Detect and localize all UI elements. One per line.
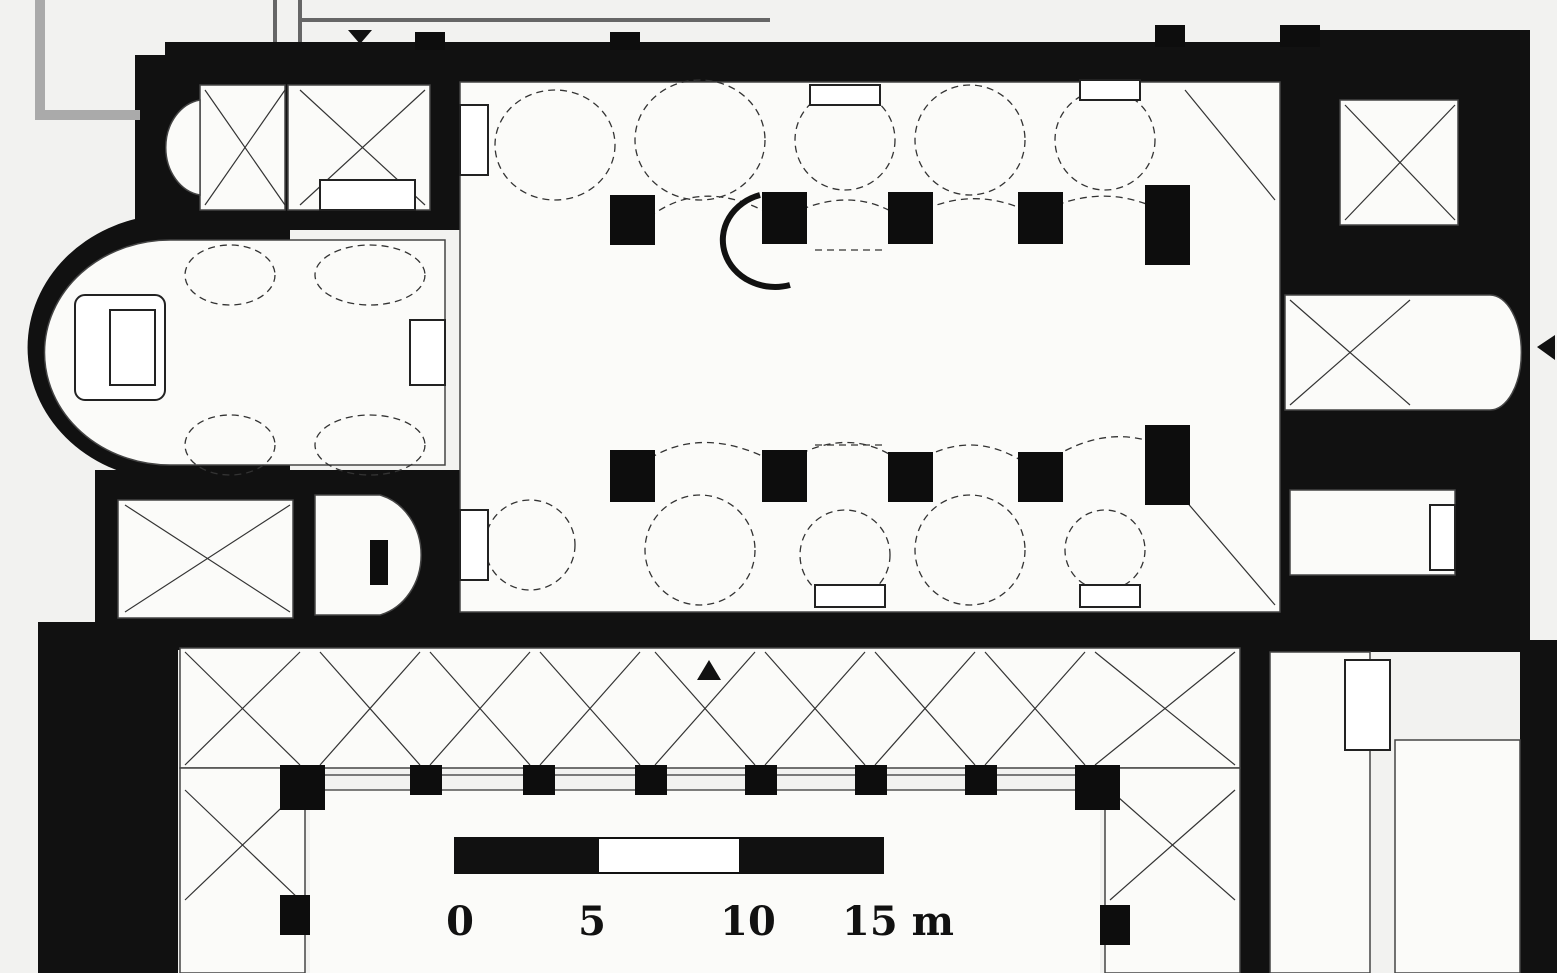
- furniture: [74, 79, 1456, 751]
- scale-segment-1: [454, 837, 599, 874]
- scale-segment-2: [597, 837, 741, 874]
- north-entrance-arrow: [348, 30, 372, 44]
- nave-piers: [280, 25, 1320, 945]
- scale-label-10: 10: [720, 898, 776, 945]
- spiral-staircase: [719, 192, 791, 290]
- scale-label-15m: 15 m: [842, 898, 954, 945]
- east-entrance-arrow: [1537, 335, 1555, 360]
- scale-label-0: 0: [446, 898, 474, 945]
- south-entrance-arrow: [697, 660, 721, 680]
- nave-vault-ribs: [184, 79, 1161, 606]
- scale-bar: 0 5 10 15 m: [446, 837, 954, 945]
- scale-label-5: 5: [578, 898, 606, 945]
- scale-segment-3: [739, 837, 884, 874]
